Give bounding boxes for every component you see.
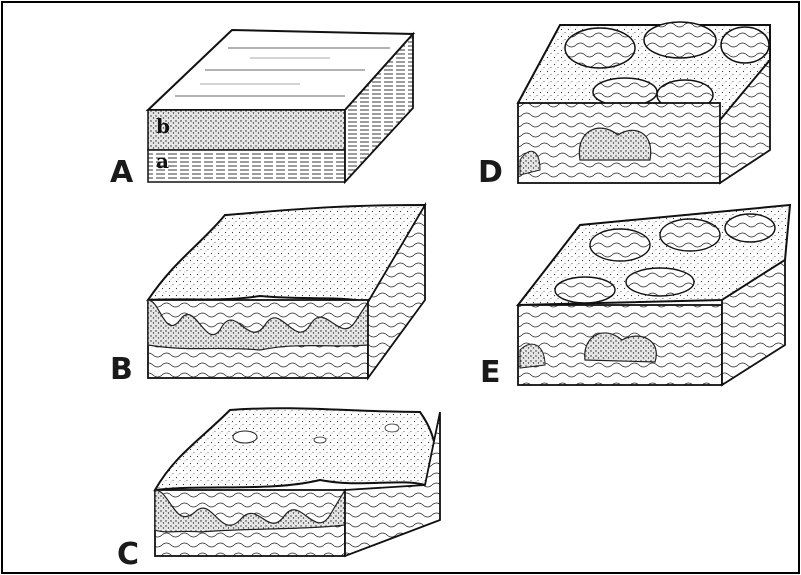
panel-label-d: D bbox=[478, 158, 503, 188]
panel-label-b: B bbox=[110, 355, 133, 385]
block-c-top bbox=[155, 408, 436, 490]
block-c bbox=[155, 408, 440, 556]
panel-label-a: A bbox=[110, 158, 133, 188]
panel-label-c: C bbox=[117, 540, 139, 570]
block-d-lobe bbox=[579, 128, 650, 160]
block-d bbox=[518, 22, 770, 183]
block-e bbox=[518, 205, 790, 385]
panel-label-e: E bbox=[480, 358, 501, 388]
block-b bbox=[148, 205, 425, 378]
block-a-layer-b bbox=[148, 110, 345, 150]
layer-label-a: a bbox=[156, 151, 169, 171]
layer-label-b: b bbox=[156, 116, 170, 136]
block-a bbox=[148, 30, 413, 182]
block-a-layer-a bbox=[148, 150, 345, 182]
